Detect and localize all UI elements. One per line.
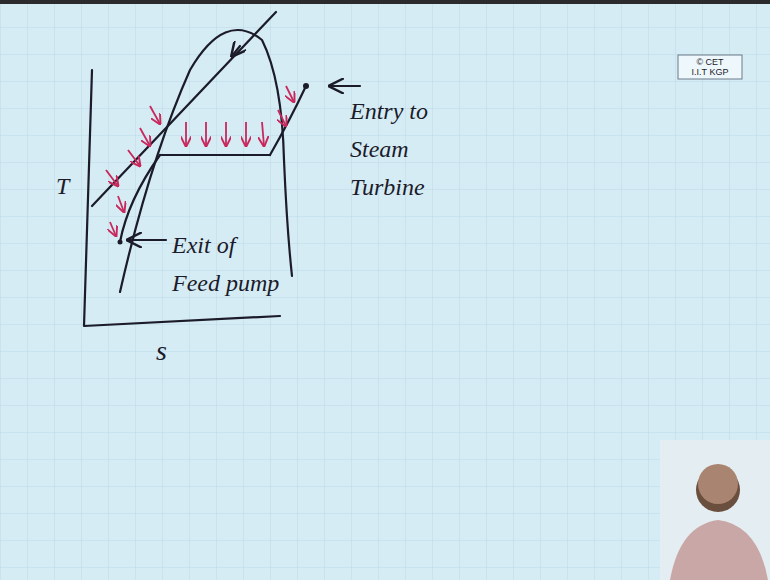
heat-transfer-arrows xyxy=(106,86,294,236)
state-callout: Exit of Feed pump xyxy=(172,226,284,302)
presenter xyxy=(660,440,770,580)
heat-arrow xyxy=(286,86,294,102)
heat-arrow xyxy=(225,122,227,146)
logo-box xyxy=(678,55,742,79)
heat-arrow xyxy=(110,222,116,236)
heat-arrow xyxy=(205,122,207,146)
axis-label: T xyxy=(56,172,80,200)
heat-arrow xyxy=(245,122,247,146)
heat-arrow xyxy=(106,170,118,186)
heat-arrow xyxy=(128,150,140,166)
logo-text: I.I.T KGP xyxy=(681,67,739,77)
heat-arrow xyxy=(262,122,264,146)
state-callout: Entry to Steam Turbine xyxy=(350,92,450,206)
heat-arrow xyxy=(140,128,150,146)
isotherm xyxy=(160,154,270,156)
pump-exit-point xyxy=(118,240,123,245)
turbine-entry-point xyxy=(303,83,309,89)
heat-arrow xyxy=(278,110,286,126)
heat-arrow xyxy=(150,106,160,124)
logo-text: © CET xyxy=(681,57,739,67)
gas-cooling-line xyxy=(92,12,276,206)
heat-arrow xyxy=(118,196,124,212)
liquid-heating-line xyxy=(120,155,160,242)
axis-label: s xyxy=(156,336,180,366)
top-strip xyxy=(0,0,770,4)
heat-arrow xyxy=(185,122,187,146)
gas-flow-arrow xyxy=(232,46,240,56)
exit-pointer xyxy=(128,239,166,241)
entry-pointer xyxy=(330,85,360,87)
superheat-line xyxy=(270,86,306,155)
